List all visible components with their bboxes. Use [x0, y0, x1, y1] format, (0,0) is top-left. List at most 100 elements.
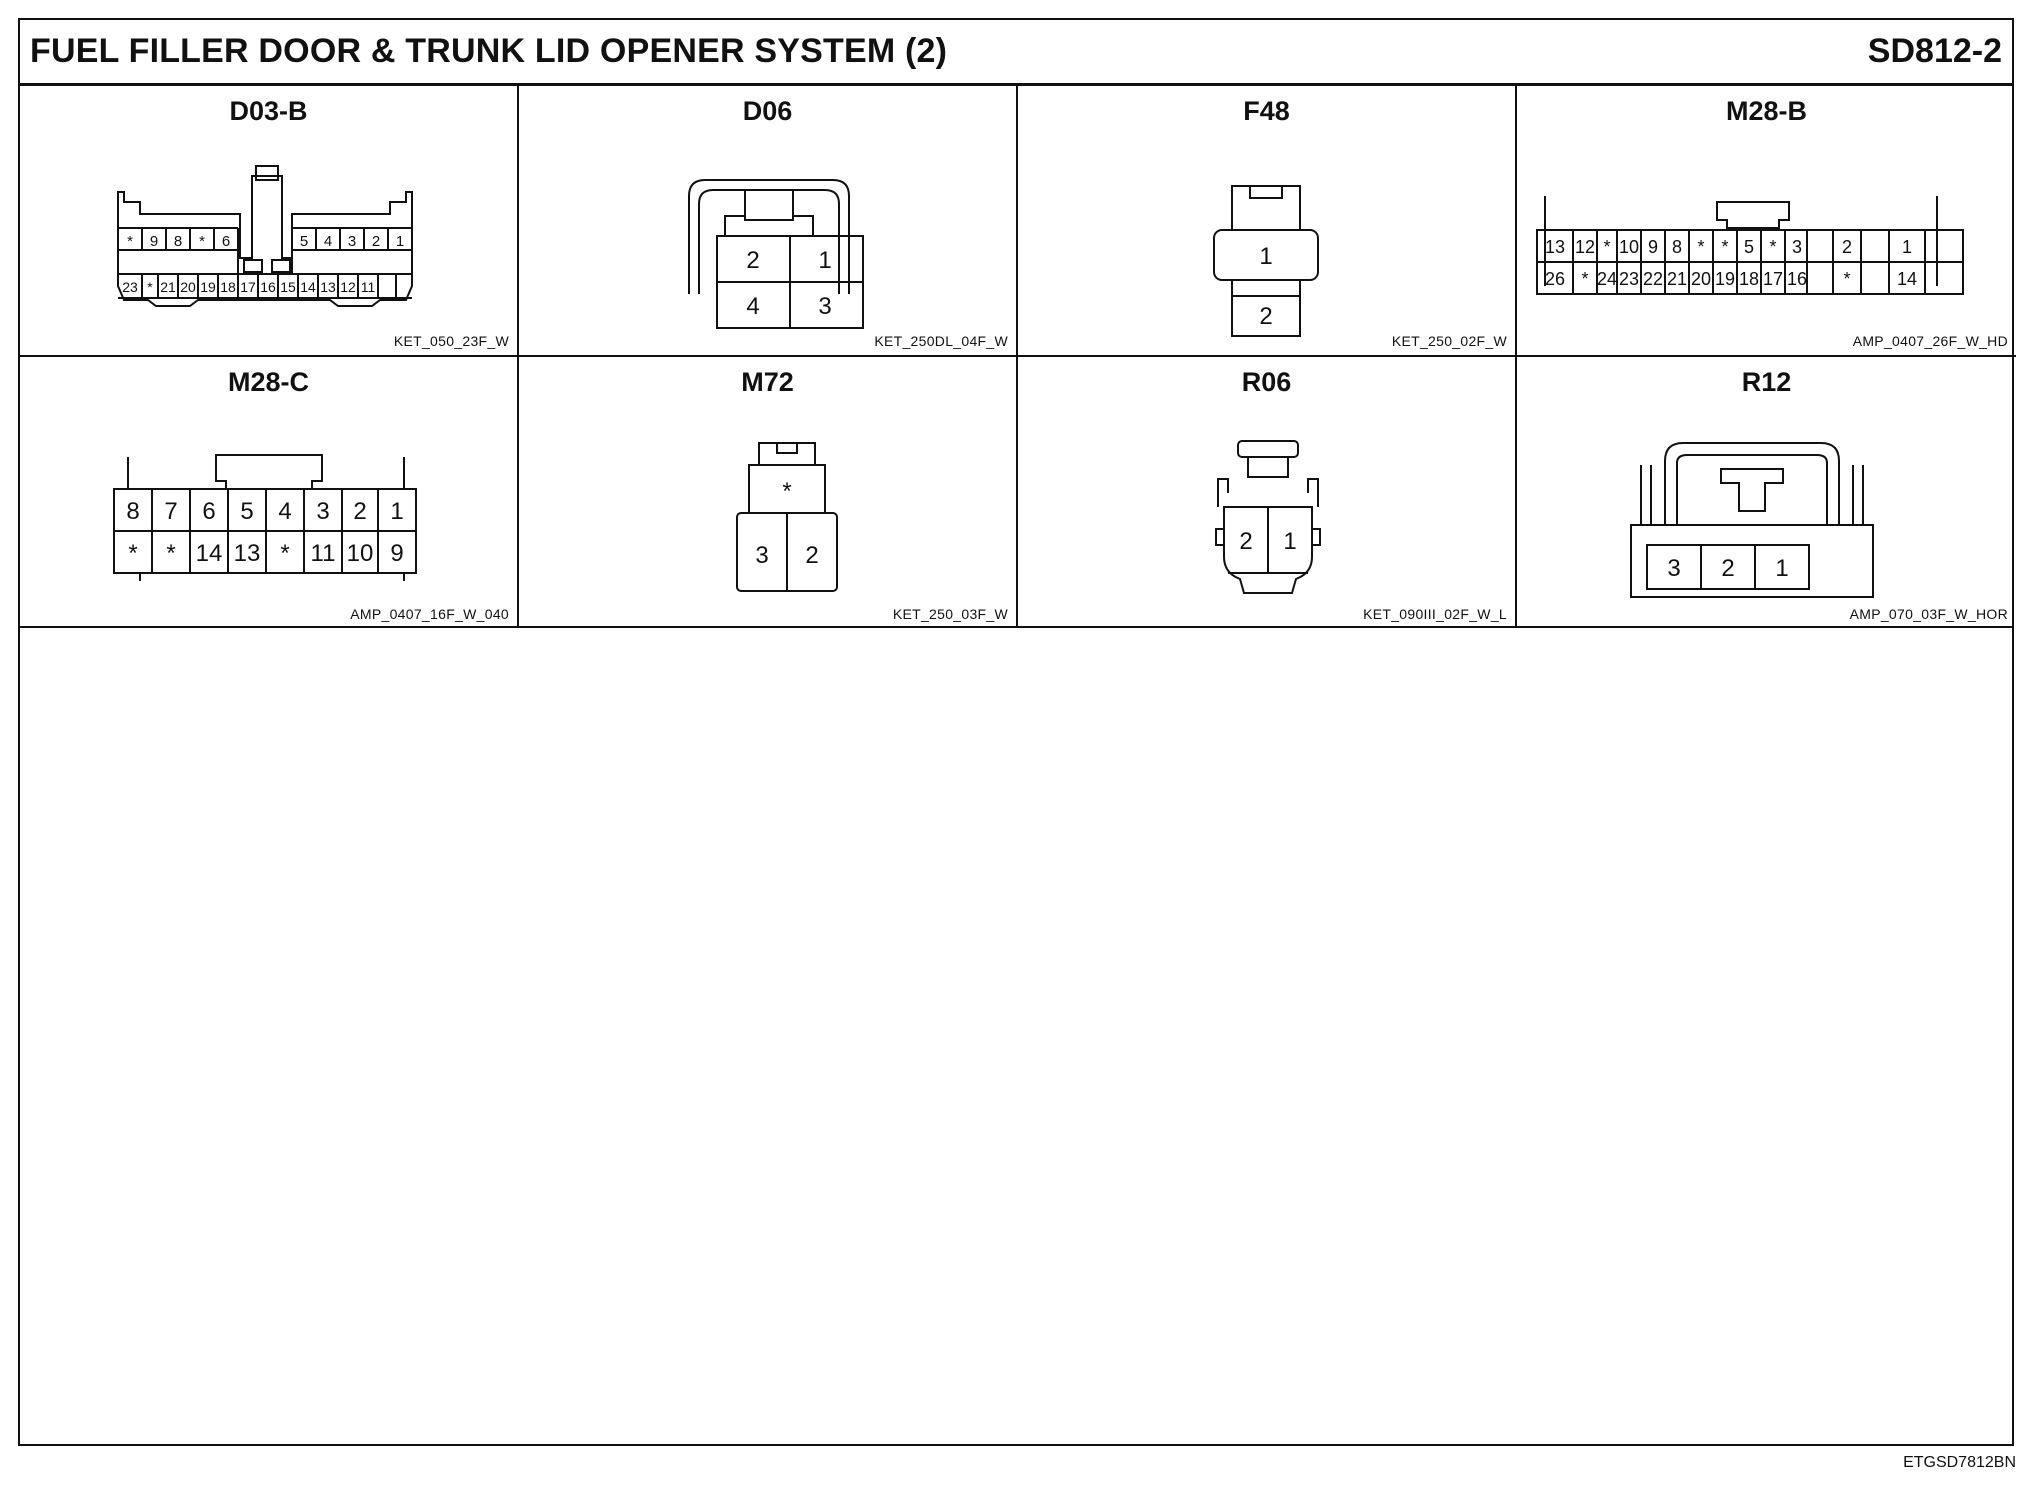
connector-f48-drawing: 1 2	[1213, 185, 1319, 337]
pin: 2	[1842, 237, 1852, 257]
pin: 3	[1667, 555, 1680, 582]
part-code: AMP_0407_16F_W_040	[350, 606, 509, 622]
pin: 3	[348, 233, 356, 250]
connector-label: M28-B	[1725, 96, 1807, 126]
pin: 9	[1648, 237, 1658, 257]
pin: 13	[1545, 237, 1565, 257]
pin: 1	[390, 498, 403, 525]
pin: 1	[1283, 528, 1296, 555]
pin: 3	[1792, 237, 1802, 257]
pin: 5	[1744, 237, 1754, 257]
pin: 19	[1715, 269, 1735, 289]
pin: 16	[1787, 269, 1807, 289]
pin: *	[128, 540, 137, 567]
pin: 14	[1897, 269, 1917, 289]
connector-label: R12	[1741, 367, 1792, 397]
pin: 21	[160, 279, 176, 295]
part-code: KET_250_03F_W	[892, 606, 1008, 622]
connector-m28-c-drawing: 8 7 6 5 4 3 2 1 * * 14 13 * 11 10 9	[113, 454, 417, 581]
pin: *	[1769, 237, 1776, 257]
pin: 8	[1672, 237, 1682, 257]
header-bar: FUEL FILLER DOOR & TRUNK LID OPENER SYST…	[20, 20, 2012, 86]
connector-r12-drawing: 3 2 1	[1630, 442, 1874, 598]
pin: *	[127, 233, 133, 250]
pin: 12	[1575, 237, 1595, 257]
pin: 18	[1739, 269, 1759, 289]
pin: 17	[240, 279, 256, 295]
pin: 19	[200, 279, 216, 295]
pin: *	[147, 279, 153, 295]
pin: 12	[340, 279, 356, 295]
pin: 5	[300, 233, 308, 250]
page-title: FUEL FILLER DOOR & TRUNK LID OPENER SYST…	[30, 32, 948, 70]
pin: 8	[126, 498, 139, 525]
pin: 18	[220, 279, 236, 295]
pin: 20	[1691, 269, 1711, 289]
pin: 17	[1763, 269, 1783, 289]
connector-label: M72	[741, 367, 794, 397]
pin: *	[1603, 237, 1610, 257]
page-code: SD812-2	[1867, 32, 2002, 70]
pin: 7	[164, 498, 177, 525]
pin: 4	[746, 293, 759, 320]
connector-r06-drawing: 2 1	[1215, 440, 1321, 594]
pin: 21	[1667, 269, 1687, 289]
pin: 2	[1239, 528, 1252, 555]
connector-m72-drawing: * 3 2	[736, 442, 838, 592]
pin: 8	[174, 233, 182, 250]
connector-d03-b-drawing: * 9 8 * 6 5 4 3 2 1 23 * 21 20 19	[117, 165, 413, 307]
connector-label: M28-C	[227, 367, 309, 397]
pin: 4	[278, 498, 291, 525]
pin: 10	[1619, 237, 1639, 257]
pin: 23	[122, 279, 138, 295]
pin: 5	[240, 498, 253, 525]
part-code: KET_250_02F_W	[1391, 333, 1507, 349]
pin: 1	[396, 233, 404, 250]
connector-m28-c: M28-C 8 7 6 5 4 3 2	[20, 357, 519, 628]
pin: 15	[280, 279, 296, 295]
pin: 2	[746, 247, 759, 274]
connector-grid: D03-B *	[20, 86, 2016, 628]
pin: 10	[347, 540, 374, 567]
pin: 14	[300, 279, 316, 295]
pin: 3	[316, 498, 329, 525]
pin: *	[782, 478, 791, 505]
pin: 2	[353, 498, 366, 525]
part-code: AMP_070_03F_W_HOR	[1849, 606, 2008, 622]
pin: *	[1697, 237, 1704, 257]
pin: 2	[372, 233, 380, 250]
part-code: KET_050_23F_W	[393, 333, 509, 349]
part-code: KET_250DL_04F_W	[874, 333, 1008, 349]
drawing-code: ETGSD7812BN	[1903, 1454, 2016, 1471]
pin: 1	[1902, 237, 1912, 257]
pin: 23	[1619, 269, 1639, 289]
pin: 4	[324, 233, 332, 250]
pin: 26	[1545, 269, 1565, 289]
pin: *	[166, 540, 175, 567]
pin: 11	[311, 540, 336, 567]
connector-m72: M72 * 3 2 KET_250_03F_W	[519, 357, 1018, 628]
pin: 1	[1259, 243, 1272, 270]
connector-m28-b: M28-B 13 12 * 10 9 8 * *	[1517, 86, 2016, 357]
part-code: KET_090III_02F_W_L	[1363, 606, 1507, 622]
pin: *	[1721, 237, 1728, 257]
pin: 14	[196, 540, 223, 567]
connector-d06-drawing: 2 1 4 3	[688, 179, 864, 329]
pin: 6	[202, 498, 215, 525]
pin: *	[280, 540, 289, 567]
pin: 13	[234, 540, 261, 567]
diagram-sheet: FUEL FILLER DOOR & TRUNK LID OPENER SYST…	[18, 18, 2016, 1446]
pin: 1	[818, 247, 831, 274]
pin: 20	[180, 279, 196, 295]
connector-d03-b: D03-B *	[20, 86, 519, 357]
connector-f48: F48 1 2 KET_250_02F_W	[1018, 86, 1517, 357]
pin: 9	[150, 233, 158, 250]
pin: 11	[361, 279, 376, 295]
pin: 24	[1597, 269, 1617, 289]
connector-label: F48	[1243, 96, 1290, 126]
connector-label: D06	[742, 96, 793, 126]
pin: 1	[1775, 555, 1788, 582]
connector-r12: R12 3 2 1 AMP_070_03F_W_HOR	[1517, 357, 2016, 628]
part-code: AMP_0407_26F_W_HD	[1852, 333, 2008, 349]
pin: 2	[1721, 555, 1734, 582]
